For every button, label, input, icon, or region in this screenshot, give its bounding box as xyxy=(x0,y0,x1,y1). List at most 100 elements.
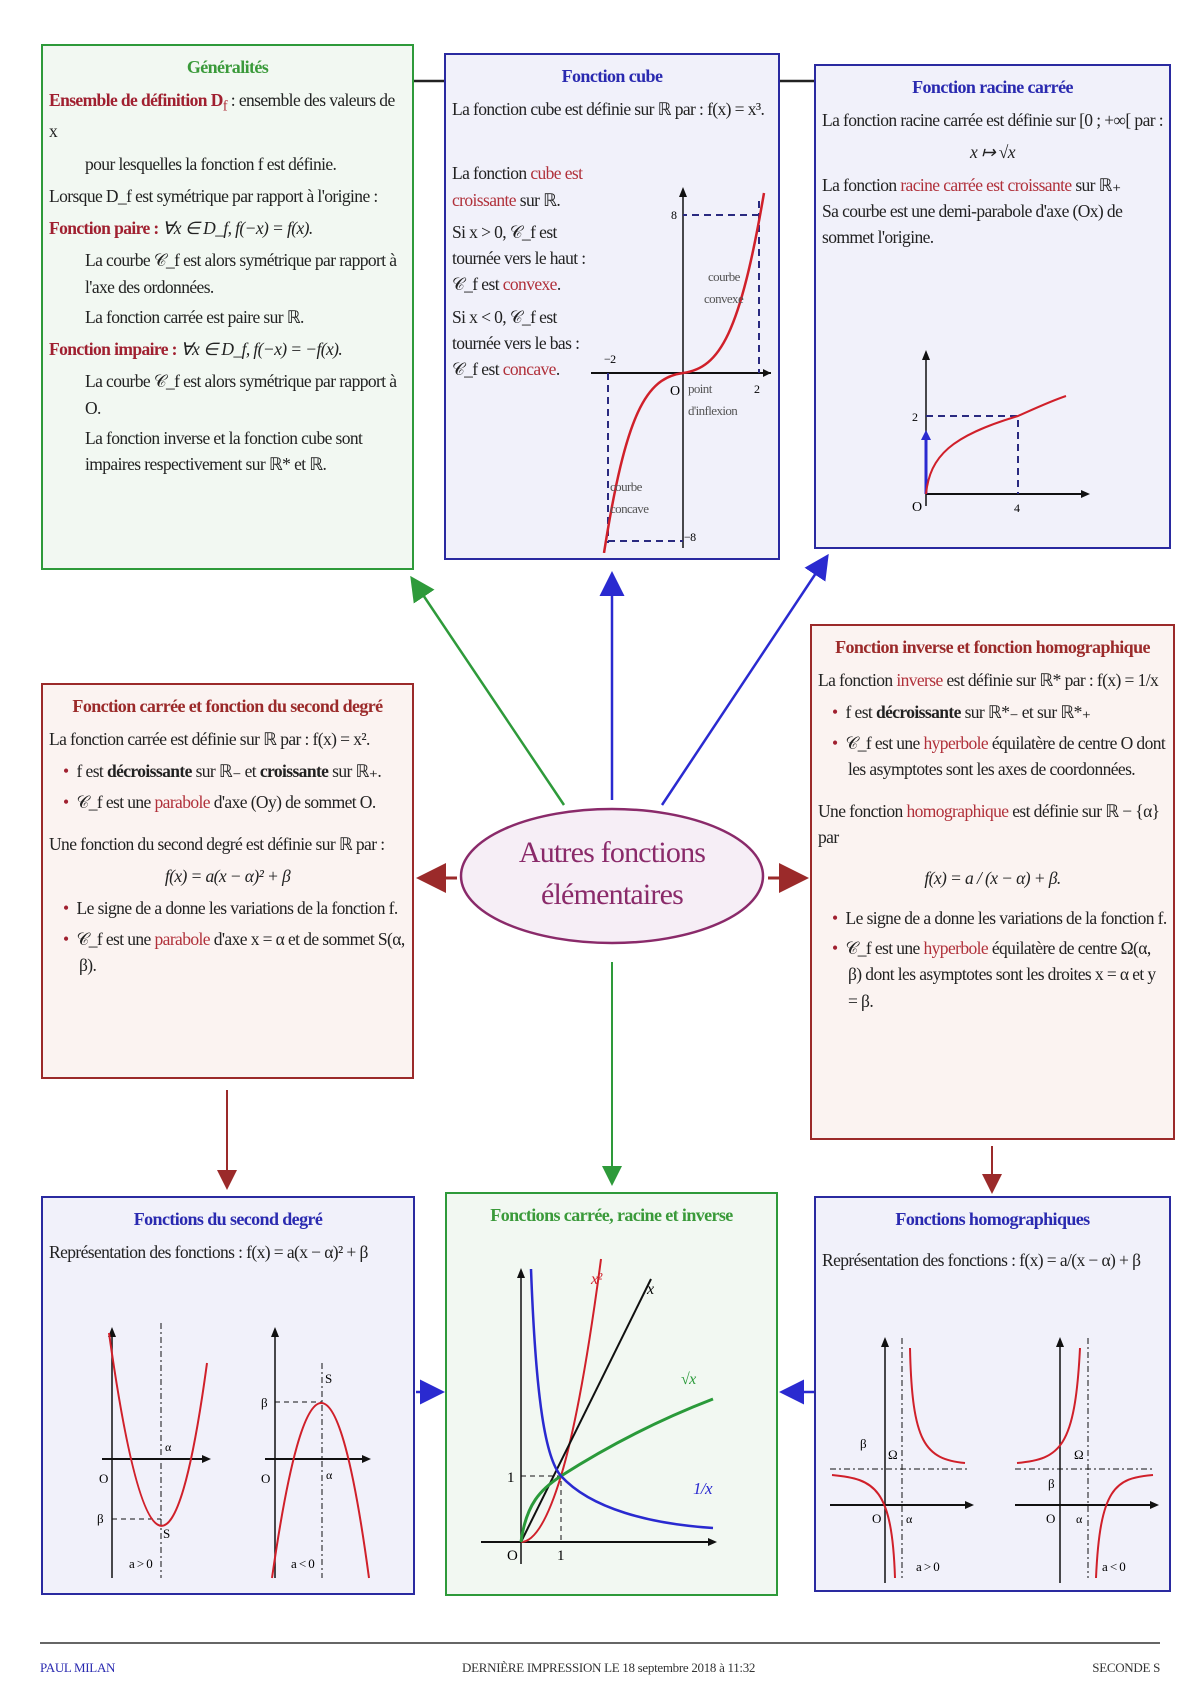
homo-g2-origin: O xyxy=(1046,1511,1055,1526)
inverse-b2-hl: hyperbole xyxy=(923,732,989,753)
paire-formula: ∀x ∈ D_f, f(−x) = f(x). xyxy=(158,218,313,239)
inverse-b1-pre: f est xyxy=(845,702,876,723)
homo-g2-omega: Ω xyxy=(1074,1447,1083,1462)
carree-sd-formula: f(x) = a(x − α)² + β xyxy=(164,866,291,886)
cube-c2-hl: convexe xyxy=(502,274,558,295)
inverse-b4-hl: hyperbole xyxy=(923,938,989,958)
curve-x2 xyxy=(520,1258,602,1543)
cube-c3: Si x < 0, 𝒞_f est tournée vers le bas : … xyxy=(452,306,580,380)
inverse-def-post: est définie sur ℝ* par : f(x) = 1/x xyxy=(942,670,1159,690)
inverse-b2-pre: 𝒞_f est une xyxy=(845,732,924,753)
carree-bullet-1: f est décroissante sur ℝ₋ et croissante … xyxy=(49,758,406,784)
curve-sqrt xyxy=(519,1397,714,1543)
center-title: Autres fonctions élémentaires xyxy=(462,832,762,916)
footer-print-date: DERNIÈRE IMPRESSION LE 18 septembre 2018… xyxy=(462,1660,756,1675)
paire-text-1: La courbe 𝒞_f est alors symétrique par r… xyxy=(85,250,397,297)
cube-box: Fonction cube La fonction cube est défin… xyxy=(444,53,780,560)
cube-c1: La fonction cube est croissante sur ℝ. xyxy=(452,160,587,213)
paire-text-2: La fonction carrée est paire sur ℝ. xyxy=(85,306,304,327)
inverse-h-pre: Une fonction xyxy=(818,801,907,821)
racine-p1: La fonction racine carrée est croissante… xyxy=(822,172,1163,198)
racine-def: La fonction racine carrée est définie su… xyxy=(822,110,1164,130)
def-label: Ensemble de définition D xyxy=(49,90,223,110)
inverse-bullet-1: f est décroissante sur ℝ*₋ et sur ℝ*₊ xyxy=(818,699,1167,725)
impaire-text-1: La courbe 𝒞_f est alors symétrique par r… xyxy=(85,371,397,418)
racine-box: Fonction racine carrée La fonction racin… xyxy=(814,64,1171,549)
inverse-homo-formula: f(x) = a / (x − α) + β. xyxy=(924,867,1061,888)
carree-b1-post: sur ℝ₊. xyxy=(328,761,382,782)
inverse-bullet-3: Le signe de a donne les variations de la… xyxy=(818,905,1168,931)
second-g2-s: S xyxy=(325,1371,332,1386)
homo-title: Fonctions homographiques xyxy=(895,1209,1090,1229)
carree-b1-b1: décroissante xyxy=(106,761,192,782)
inverse-bullet-2: 𝒞_f est une hyperbole équilatère de cent… xyxy=(818,730,1167,783)
curve-inverse xyxy=(529,1268,714,1530)
arrow-to-racine xyxy=(660,553,829,806)
second-graph-a-neg: O α β S a < 0 xyxy=(261,1327,371,1579)
impaire-line: Fonction impaire : ∀x ∈ D_f, f(−x) = −f(… xyxy=(49,336,406,362)
impaire-text-2: La fonction inverse et la fonction cube … xyxy=(85,427,363,475)
generalites-box: Généralités Ensemble de définition Df : … xyxy=(41,44,414,570)
homo-g2-alpha: α xyxy=(1076,1512,1083,1526)
impaire-label: Fonction impaire : xyxy=(49,339,178,360)
racine-graph: 2 4 O xyxy=(912,350,1090,515)
carree-box: Fonction carrée et fonction du second de… xyxy=(41,683,414,1079)
middle-one-y: 1 xyxy=(507,1470,514,1486)
homo-g1-cond: a > 0 xyxy=(916,1559,939,1574)
cube-c2: Si x > 0, 𝒞_f est tournée vers le haut :… xyxy=(452,221,586,295)
racine-graph-origin: O xyxy=(912,500,922,515)
racine-p1: La fonction xyxy=(822,174,901,195)
homo-g2-beta: β xyxy=(1048,1476,1055,1491)
second-title: Fonctions du second degré xyxy=(133,1209,323,1229)
second-g2-beta: β xyxy=(261,1395,268,1410)
cube-graph-concave-1: concave xyxy=(610,501,649,516)
carree-bullet-3: Le signe de a donne les variations de la… xyxy=(49,895,406,921)
second-g1-cond: a > 0 xyxy=(129,1556,152,1571)
cube-graph-x-right: 2 xyxy=(754,382,760,396)
homo-graph-a-neg: O α β Ω a < 0 xyxy=(1015,1337,1159,1583)
carree-title: Fonction carrée et fonction du second de… xyxy=(72,696,383,716)
racine-p1-hl: racine carrée est croissante xyxy=(900,174,1072,195)
sym-text: Lorsque D_f est symétrique par rapport à… xyxy=(49,185,378,206)
impaire-formula: ∀x ∈ D_f, f(−x) = −f(x). xyxy=(176,339,343,360)
homo-rep: Représentation des fonctions : f(x) = a/… xyxy=(822,1250,1141,1270)
second-box: Fonctions du second degré Représentation… xyxy=(41,1196,415,1595)
def-sub: f xyxy=(222,98,228,115)
cube-text-column: La fonction cube est croissante sur ℝ. S… xyxy=(452,160,587,382)
carree-b4-hl: parabole xyxy=(154,928,211,949)
carree-b4-post: d'axe x = α et de sommet S(α, β). xyxy=(79,928,405,975)
second-g1-alpha: α xyxy=(165,1440,172,1454)
homo-graphs: O α β Ω a > 0 O α β Ω a < 0 xyxy=(830,1337,1159,1583)
center-line2: élémentaires xyxy=(541,878,684,911)
cube-c1-hl: cube est croissante xyxy=(452,163,583,210)
inverse-def-pre: La fonction xyxy=(818,670,897,690)
paire-label: Fonction paire : xyxy=(49,218,159,239)
cube-graph-x-left: −2 xyxy=(604,352,616,366)
footer-level: SECONDE S xyxy=(1092,1660,1160,1675)
cube-title: Fonction cube xyxy=(561,66,663,86)
paire-line: Fonction paire : ∀x ∈ D_f, f(−x) = f(x). xyxy=(49,215,406,241)
racine-p2: Sa courbe est une demi-parabole d'axe (O… xyxy=(822,200,1123,247)
second-graphs: O α β S a > 0 O α β S a < 0 xyxy=(97,1323,371,1579)
racine-title: Fonction racine carrée xyxy=(912,77,1073,97)
inverse-b4-pre: 𝒞_f est une xyxy=(845,938,924,958)
inverse-b1-post: sur ℝ*₋ et sur ℝ*₊ xyxy=(960,702,1091,723)
middle-graph: x² x √x 1/x 1 1 O xyxy=(481,1258,717,1564)
inverse-title: Fonction inverse et fonction homographiq… xyxy=(835,637,1150,657)
racine-graph-x: 4 xyxy=(1014,501,1020,515)
carree-b4-pre: 𝒞_f est une xyxy=(76,928,155,949)
second-g2-origin: O xyxy=(261,1471,270,1486)
inverse-b1-b: décroissante xyxy=(875,702,961,723)
homo-g1-omega: Ω xyxy=(888,1447,897,1462)
def-text2: pour lesquelles la fonction f est défini… xyxy=(85,153,337,174)
cube-c1: La fonction xyxy=(452,163,531,184)
carree-b2-pre: 𝒞_f est une xyxy=(76,791,155,812)
cube-curve xyxy=(602,192,766,553)
carree-b1-b2: croissante xyxy=(259,761,329,782)
racine-graph-y: 2 xyxy=(912,410,918,424)
carree-bullet-4: 𝒞_f est une parabole d'axe x = α et de s… xyxy=(49,926,406,979)
inverse-h-post: est définie sur ℝ − {α} par xyxy=(818,801,1160,848)
inverse-def-hl: inverse xyxy=(896,670,943,690)
middle-one-x: 1 xyxy=(557,1548,564,1564)
